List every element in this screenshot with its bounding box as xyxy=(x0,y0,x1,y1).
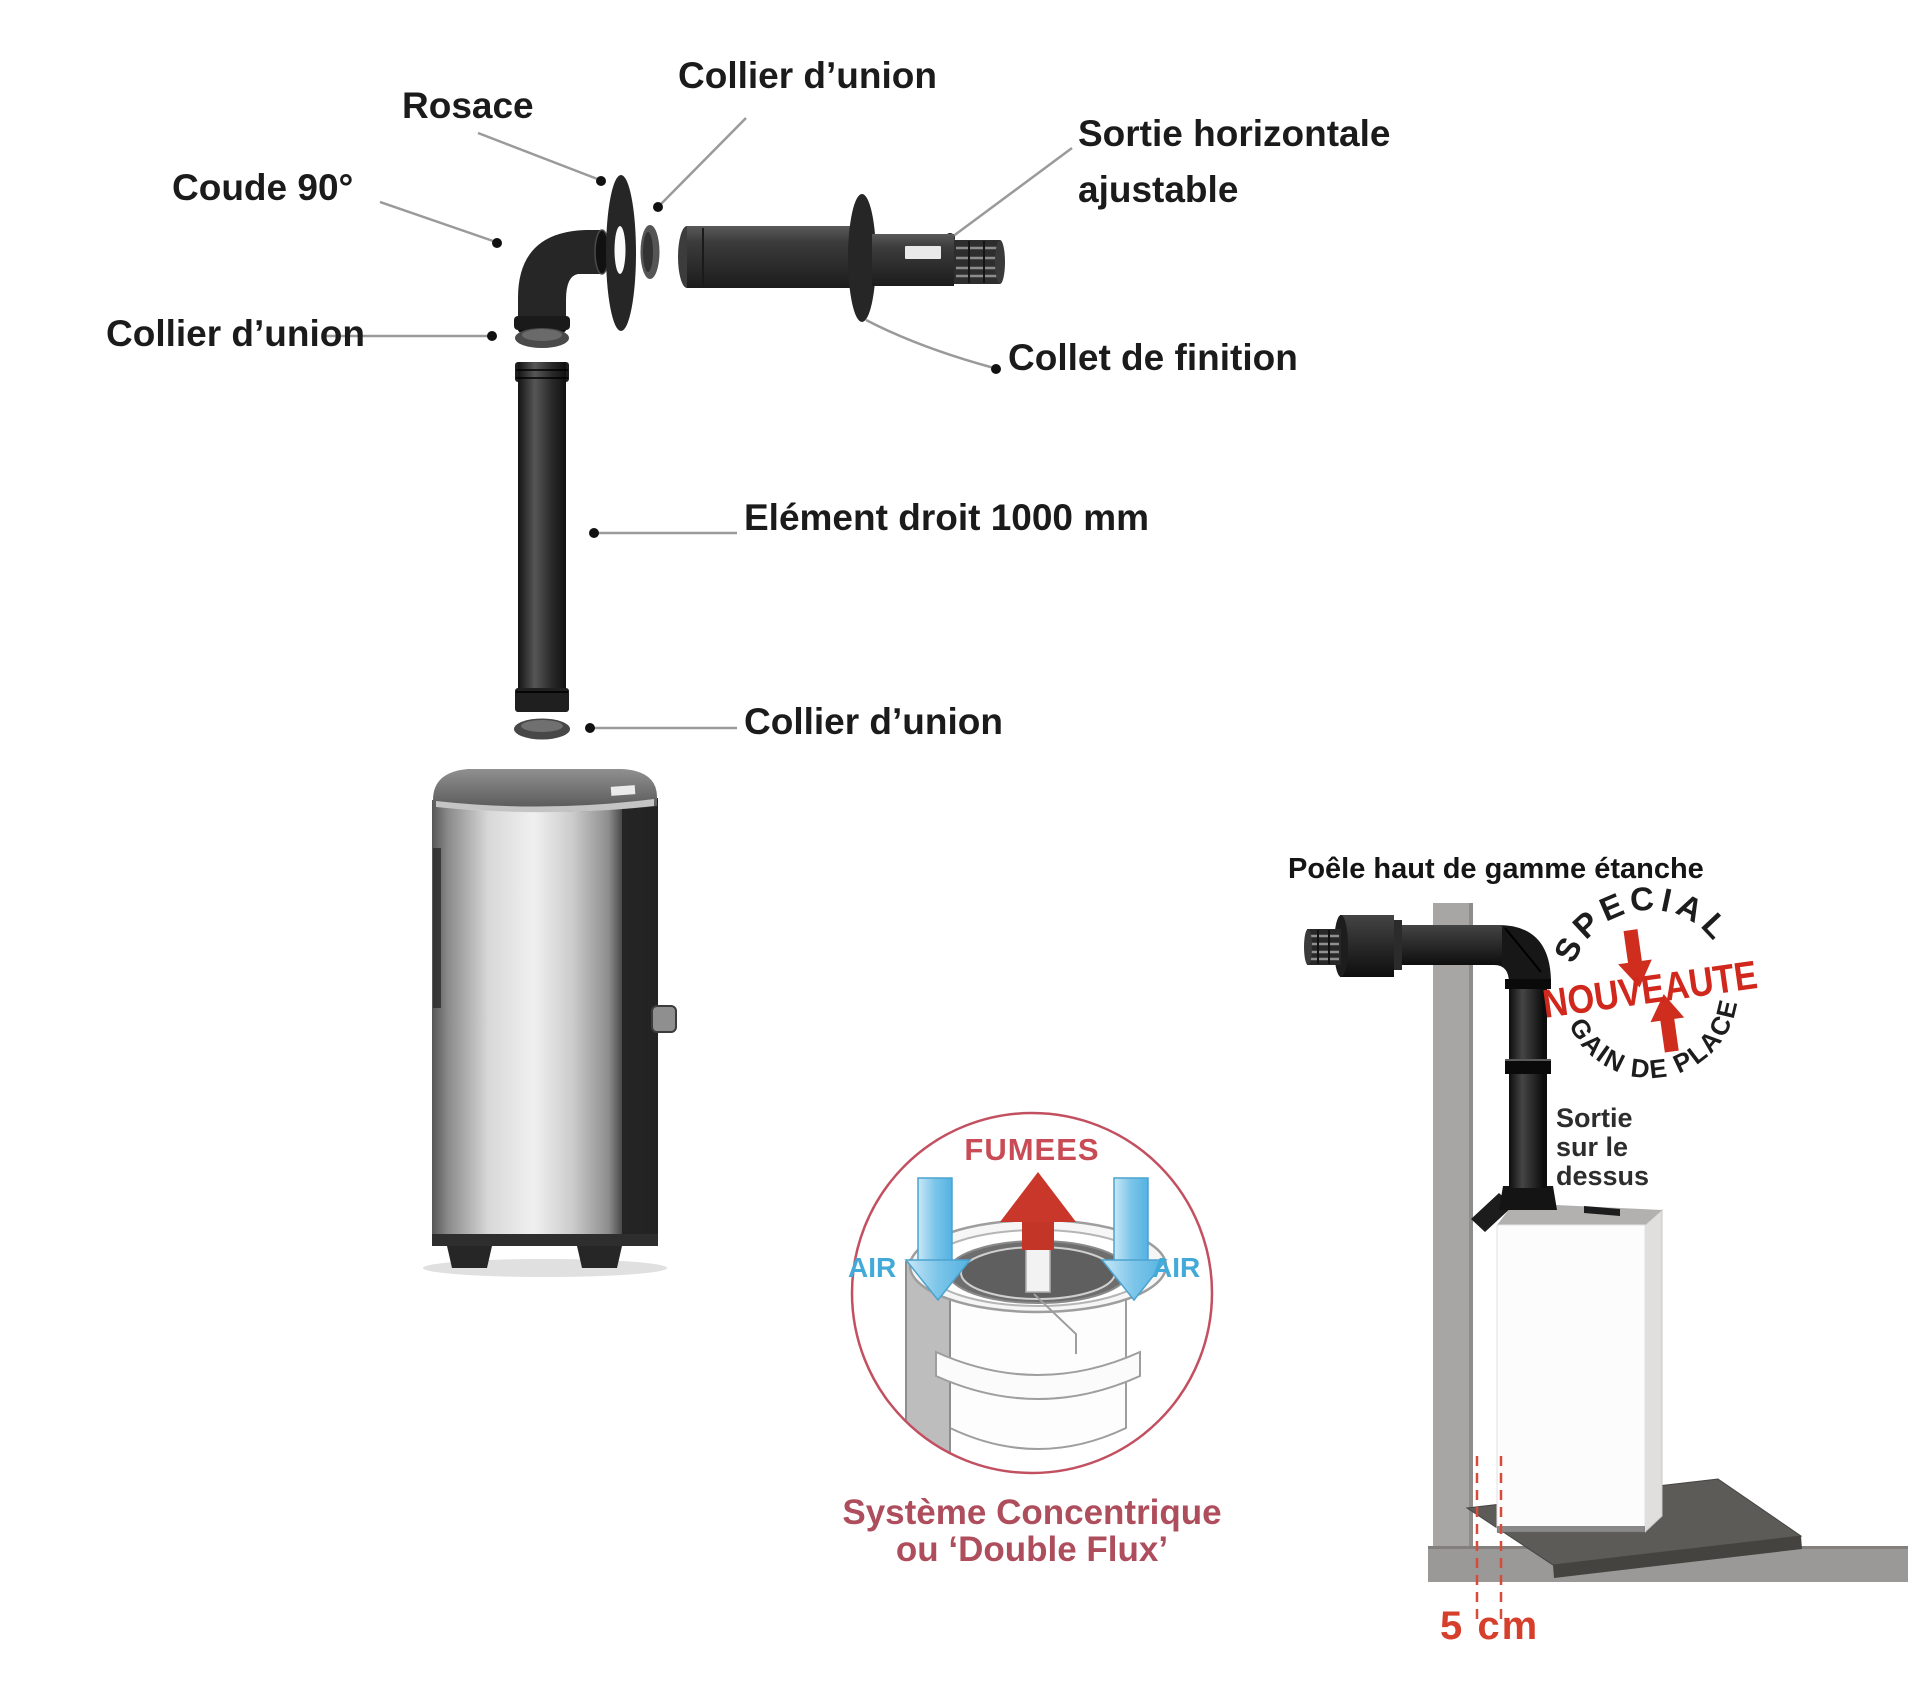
straight-element-graphic xyxy=(515,362,569,712)
leader-collet xyxy=(865,318,995,370)
collier-union-left-graphic xyxy=(515,328,569,348)
collier-union-bottom-graphic xyxy=(514,718,570,740)
stove-door-handle xyxy=(651,1005,677,1033)
concentric-pipe-art xyxy=(905,1207,1168,1453)
stamp-arrow-down-icon xyxy=(1618,929,1652,988)
wall-graphic xyxy=(1433,903,1473,1579)
wall-install-diagram: SPECIAL GAIN DE PLACE NOUVEAUTE xyxy=(1304,867,1908,1620)
air-intake-grille-graphic xyxy=(954,240,1005,284)
label-air-right: AIR xyxy=(1152,1252,1201,1283)
label-collet-finition: Collet de finition xyxy=(1008,337,1298,378)
rosace-graphic xyxy=(606,175,636,331)
label-coude-90: Coude 90° xyxy=(172,167,354,208)
concentric-flux-diagram xyxy=(850,1111,1214,1475)
leader-sortie xyxy=(951,146,1073,239)
right-diagram-title: Poêle haut de gamme étanche xyxy=(1288,853,1704,885)
collier-union-small-graphic xyxy=(640,225,660,279)
stove-foot-right xyxy=(577,1246,622,1268)
label-sortie-dessus: Sortie sur le dessus xyxy=(1556,1103,1650,1192)
collet-finition-graphic xyxy=(848,194,876,322)
leader-coude xyxy=(379,200,497,244)
horizontal-outlet-graphic xyxy=(678,194,1005,322)
top-outlet-pipe-graphic xyxy=(1304,915,1557,1210)
sealed-stove-graphic xyxy=(1471,1193,1663,1534)
label-rosace: Rosace xyxy=(402,85,534,126)
label-collier-union-top: Collier d’union xyxy=(678,55,937,96)
leader-lines xyxy=(326,117,1073,730)
label-air-left: AIR xyxy=(848,1252,897,1283)
leader-collier-top xyxy=(659,117,747,206)
exploded-assembly xyxy=(326,117,1073,1277)
label-fumees: FUMEES xyxy=(964,1132,1100,1167)
stamp-arrow-up-icon xyxy=(1650,994,1685,1053)
fumes-arrow-up xyxy=(1000,1172,1076,1250)
leader-dots xyxy=(487,176,1001,733)
pellet-stove-graphic xyxy=(423,769,677,1277)
label-concentric-caption: Système Concentrique ou ‘Double Flux’ xyxy=(842,1493,1222,1570)
label-element-droit: Elément droit 1000 mm xyxy=(744,497,1150,538)
coaxial-terminal-graphic xyxy=(1340,915,1394,977)
stove-foot-left xyxy=(447,1246,492,1268)
air-arrow-down-left xyxy=(904,1177,972,1302)
label-collier-union-bottom: Collier d’union xyxy=(744,701,1003,742)
label-sortie-horizontale: Sortie horizontale ajustable xyxy=(1078,113,1391,210)
label-collier-union-left: Collier d’union xyxy=(106,313,365,354)
novelty-stamp: SPECIAL GAIN DE PLACE NOUVEAUTE xyxy=(1538,867,1760,1096)
concentric-circle-outline xyxy=(850,1111,1214,1475)
clearance-dashed-lines xyxy=(1475,1456,1503,1620)
label-clearance-dimension: 5 cm xyxy=(1440,1604,1540,1648)
leader-rosace xyxy=(477,131,601,182)
air-arrow-down-right xyxy=(1100,1177,1168,1302)
terminal-grille-graphic xyxy=(1304,929,1341,965)
elbow-90-graphic xyxy=(514,229,610,336)
